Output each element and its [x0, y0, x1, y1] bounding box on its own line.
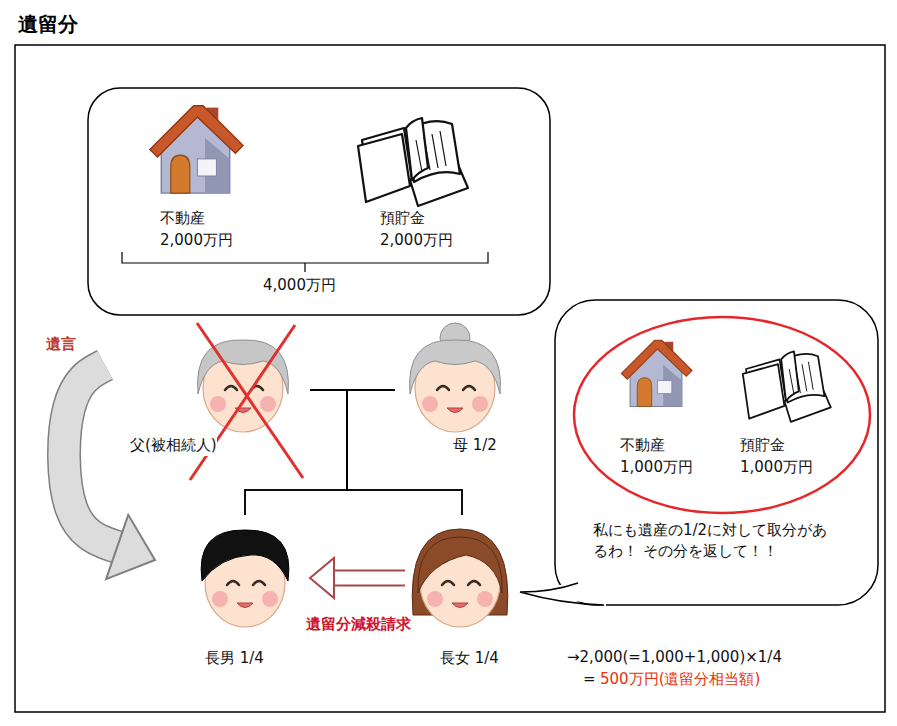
deceased-cross — [190, 323, 303, 480]
node-text: 父(被相続人) — [130, 435, 217, 456]
estate-bubble — [88, 88, 550, 315]
arrow-outline — [334, 570, 405, 587]
node-text: 母 1/2 — [453, 435, 497, 456]
bubble-tail — [520, 583, 604, 605]
formula-text: = — [583, 669, 596, 690]
house-icon — [150, 106, 243, 193]
speech-bubble — [555, 300, 878, 605]
connector-group — [64, 365, 155, 579]
arrow-head — [310, 558, 334, 598]
outer-frame — [15, 45, 885, 712]
node-text: 私にも遺産の1/2に対して取分があるわ！ その分を返して！！ — [593, 520, 828, 562]
connector-group — [245, 390, 347, 515]
diagram-node: 不動産1,000万円 — [605, 330, 715, 482]
claim-arrow — [334, 572, 405, 585]
diagram-node: 私にも遺産の1/2に対して取分があるわ！ その分を返して！！不動産1,000万円… — [555, 300, 878, 605]
bankbook-icon — [743, 351, 831, 421]
node-text: 預貯金 — [740, 435, 785, 456]
family-line — [245, 390, 347, 515]
diagram-node: 預貯金2,000万円 — [345, 100, 495, 255]
diagram-title: 遺留分 — [18, 14, 78, 35]
diagram-node: 長男 1/4 — [155, 515, 310, 673]
person-face — [412, 529, 508, 627]
edge-label: 遺留分減殺請求 — [306, 614, 411, 635]
arrow-head — [106, 515, 155, 579]
will-arrow — [64, 365, 117, 547]
person-face — [410, 323, 501, 432]
highlight-ellipse — [574, 317, 870, 513]
node-text: 2,000万円 — [160, 230, 233, 251]
bracket — [122, 252, 488, 272]
diagram-node: 4,000万円不動産2,000万円預貯金2,000万円 — [88, 88, 550, 315]
family-line — [310, 390, 462, 515]
diagram-node: 不動産2,000万円 — [140, 100, 280, 255]
bankbook-icon — [358, 118, 468, 206]
node-text: 1,000万円 — [620, 457, 693, 478]
node-text: 預貯金 — [380, 208, 425, 229]
node-text: 4,000万円 — [263, 275, 336, 296]
diagram-node: 預貯金1,000万円 — [730, 330, 850, 482]
diagram-node: 父(被相続人) — [105, 320, 310, 460]
bubble-tail-fill — [520, 575, 606, 606]
node-text: 不動産 — [620, 435, 665, 456]
diagram-node: 母 1/2 — [395, 320, 530, 460]
node-text: 2,000万円 — [380, 230, 453, 251]
node-text: 長女 1/4 — [440, 648, 499, 669]
connector-group — [245, 390, 395, 515]
formula-text: 500万円(遺留分相当額) — [600, 669, 760, 690]
formula-text: →2,000(=1,000+1,000)×1/4 — [567, 647, 782, 668]
connector-group — [310, 390, 462, 515]
diagram-node: 長女 1/4 — [405, 515, 550, 673]
node-text: 不動産 — [160, 208, 205, 229]
connector-group — [310, 558, 405, 598]
node-text: 長男 1/4 — [205, 648, 264, 669]
edge-label: 遺言 — [46, 334, 76, 355]
connector-group — [347, 390, 462, 515]
node-text: 1,000万円 — [740, 457, 813, 478]
family-line — [245, 390, 395, 515]
arrow-outline — [64, 365, 117, 547]
house-icon — [621, 340, 692, 406]
person-face — [201, 530, 289, 627]
family-line — [347, 390, 462, 515]
